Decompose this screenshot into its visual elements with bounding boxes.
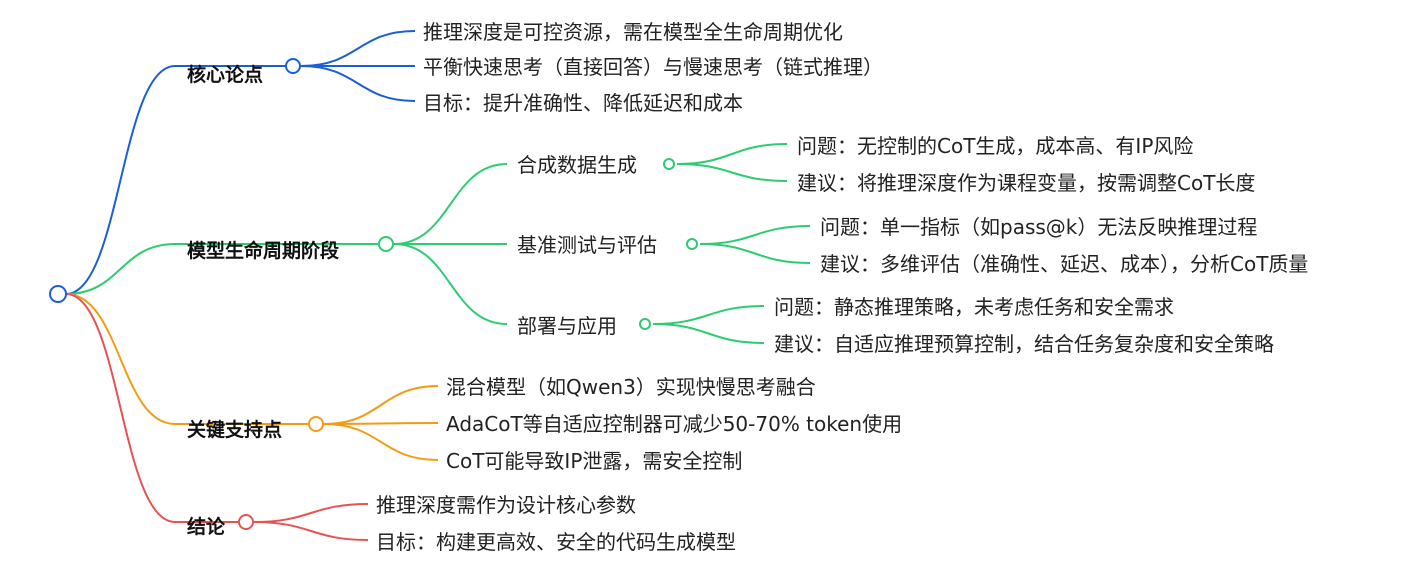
node-core [285,58,301,74]
leaf-core-3: 目标：提升准确性、降低延迟和成本 [423,91,743,115]
link-stage-3-leaf-1 [652,305,765,325]
link-root-to-lifecycle [65,243,176,295]
link-stage-1-leaf-2 [676,163,788,182]
node-circles [49,58,698,530]
branch-support: 关键支持点 混合模型（如Qwen3）实现快慢思考融合 AdaCoT等自适应控制器… [187,375,902,473]
node-stage-2 [686,238,698,250]
link-support-3 [323,423,439,461]
leaf-synthetic-problem: 问题：无控制的CoT生成，成本高、有IP风险 [797,134,1193,158]
link-core-3 [300,65,416,102]
stage-synthetic-data: 合成数据生成 [517,153,637,177]
branch-label-support: 关键支持点 [187,418,282,441]
link-conclusion-2 [253,521,369,541]
leaf-support-3: CoT可能导致IP泄露，需安全控制 [446,449,742,473]
stage-benchmark: 基准测试与评估 [517,233,657,257]
node-stage-3 [639,318,651,330]
link-root-to-conclusion [65,293,176,523]
root-node [49,285,67,303]
branch-lifecycle: 模型生命周期阶段 合成数据生成 问题：无控制的CoT生成，成本高、有IP风险 建… [187,134,1308,356]
leaf-conclusion-1: 推理深度需作为设计核心参数 [376,493,636,517]
link-lifecycle-stage-3 [393,243,508,325]
leaf-conclusion-2: 目标：构建更高效、安全的代码生成模型 [376,530,736,554]
link-stage-2-leaf-2 [699,243,811,264]
leaf-core-2: 平衡快速思考（直接回答）与慢速思考（链式推理） [423,55,883,79]
link-stage-1-leaf-1 [676,143,788,165]
branch-core: 核心论点 推理深度是可控资源，需在模型全生命周期优化 平衡快速思考（直接回答）与… [187,20,883,115]
link-support-2 [323,422,439,425]
link-root-to-support [65,293,176,425]
link-lifecycle-stage-1 [393,163,508,245]
node-conclusion [238,514,254,530]
link-core-1 [300,30,416,67]
leaf-support-1: 混合模型（如Qwen3）实现快慢思考融合 [446,375,816,399]
node-lifecycle [378,236,394,252]
branch-label-core: 核心论点 [187,63,263,86]
leaf-benchmark-problem: 问题：单一指标（如pass@k）无法反映推理过程 [820,215,1257,239]
link-stage-2-leaf-1 [699,225,811,245]
leaf-synthetic-suggestion: 建议：将推理深度作为课程变量，按需调整CoT长度 [797,171,1255,195]
node-stage-1 [663,158,675,170]
branch-label-lifecycle: 模型生命周期阶段 [187,239,340,262]
leaf-core-1: 推理深度是可控资源，需在模型全生命周期优化 [423,20,843,44]
link-root-to-core [65,65,176,295]
leaf-deployment-suggestion: 建议：自适应推理预算控制，结合任务复杂度和安全策略 [774,332,1274,356]
node-support [308,416,324,432]
leaf-benchmark-suggestion: 建议：多维评估（准确性、延迟、成本），分析CoT质量 [820,252,1308,276]
link-support-1 [323,385,439,425]
leaf-support-2: AdaCoT等自适应控制器可减少50-70% token使用 [446,412,902,436]
branch-conclusion: 结论 推理深度需作为设计核心参数 目标：构建更高效、安全的代码生成模型 [187,493,736,554]
link-conclusion-1 [253,503,369,523]
stage-deployment: 部署与应用 [517,314,617,338]
connector-lines [65,30,811,541]
branch-label-conclusion: 结论 [187,515,226,538]
leaf-deployment-problem: 问题：静态推理策略，未考虑任务和安全需求 [774,295,1174,319]
link-stage-3-leaf-2 [652,323,765,344]
